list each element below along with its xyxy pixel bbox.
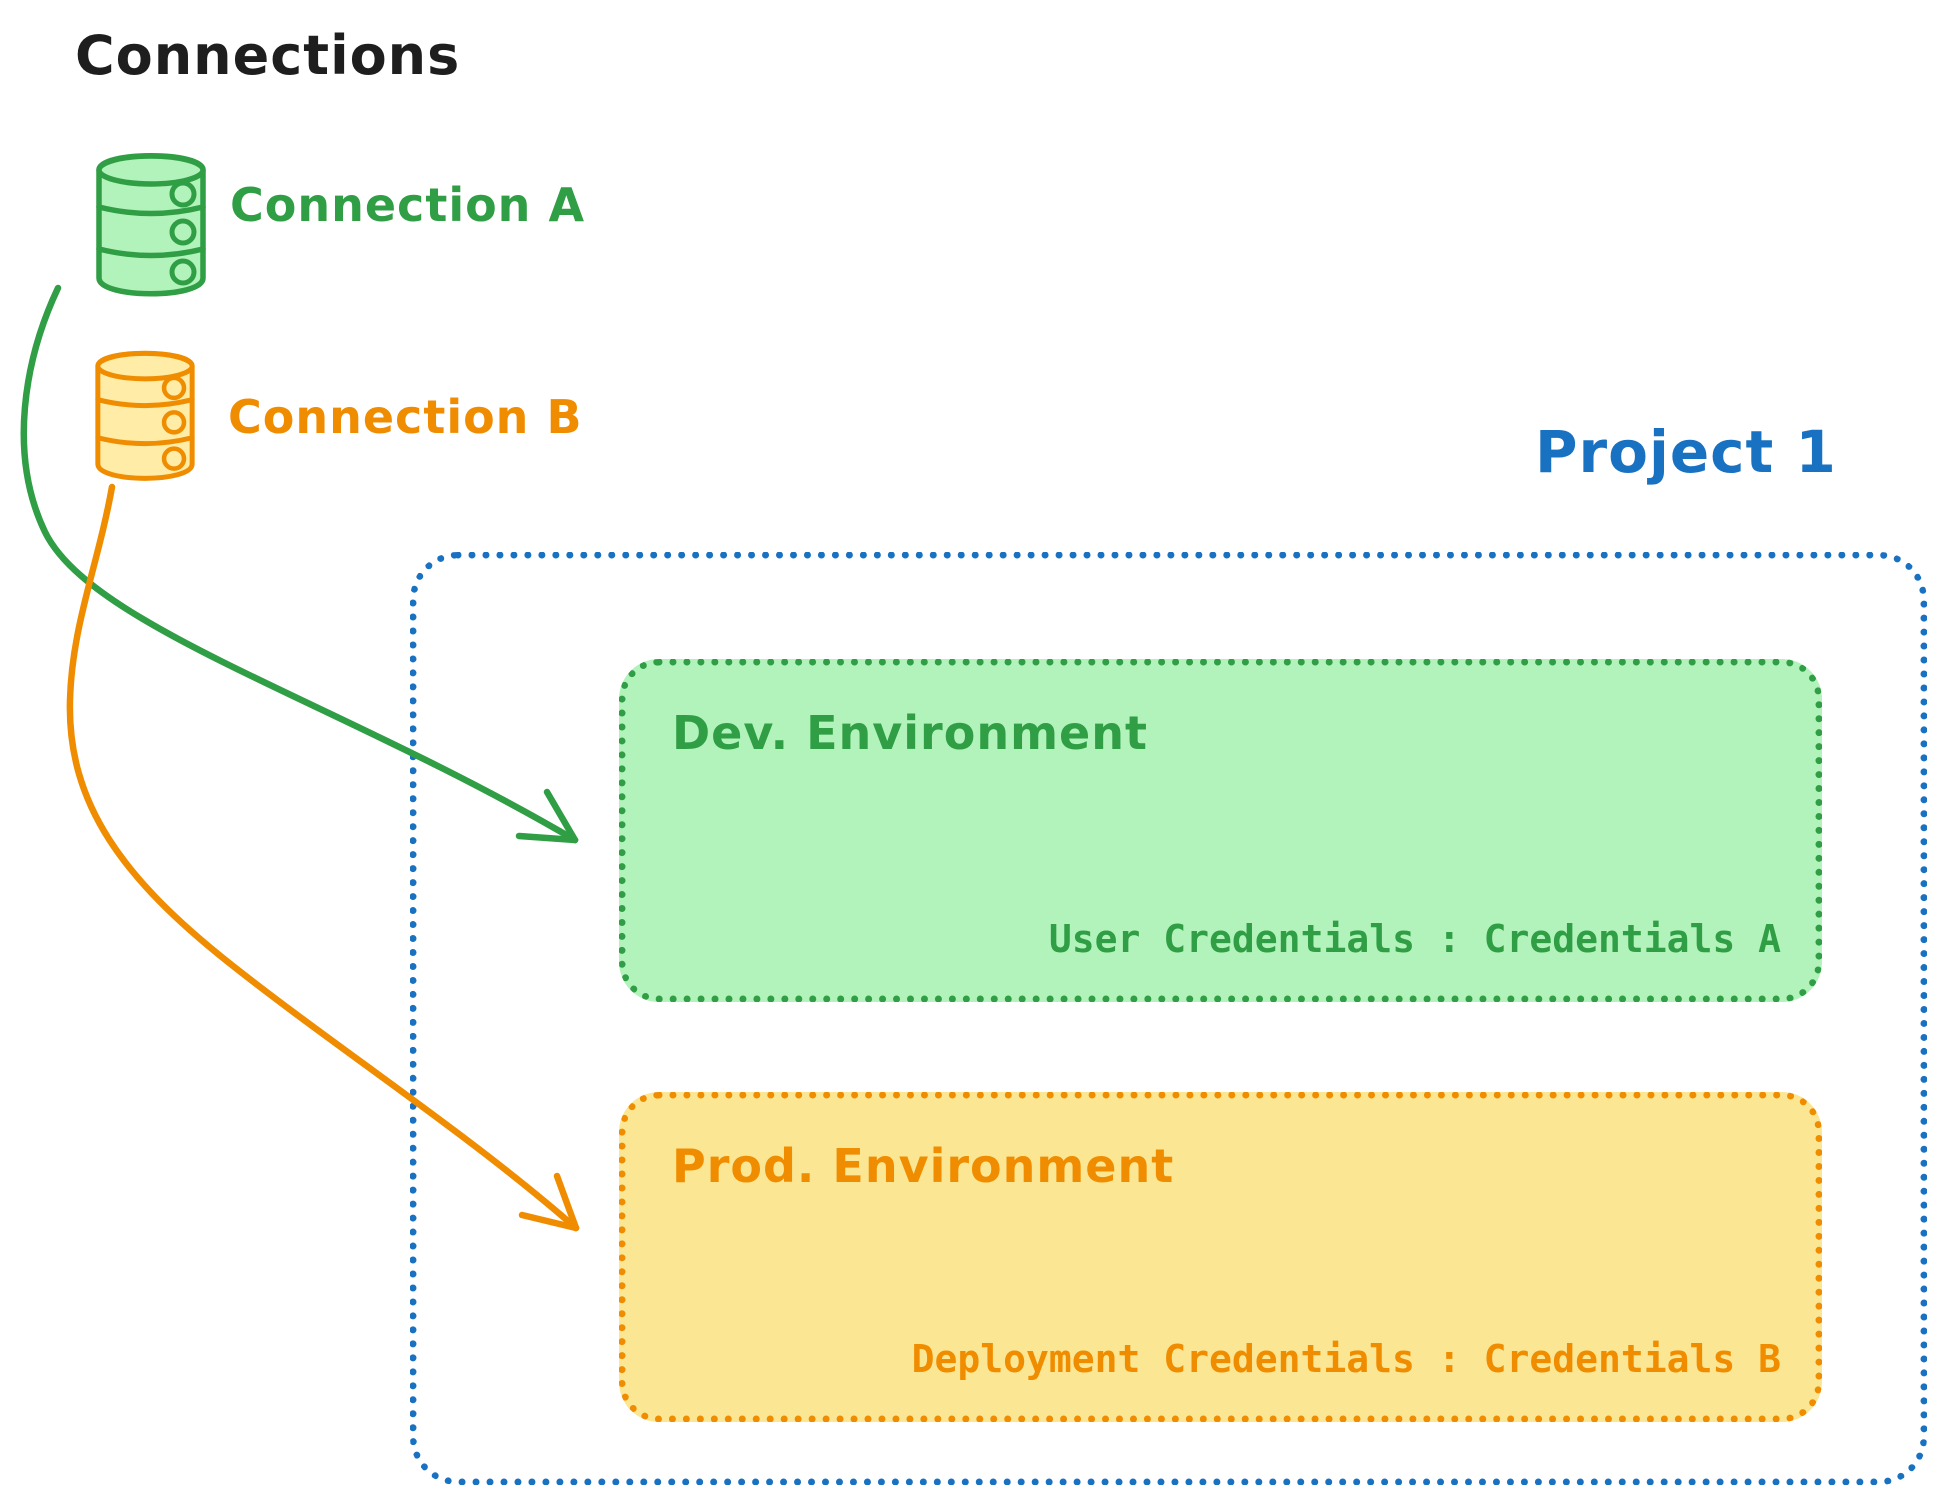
dev-environment-name: Dev. Environment bbox=[672, 706, 1148, 760]
project-title: Project 1 bbox=[1535, 418, 1837, 486]
database-icon bbox=[95, 350, 195, 481]
prod-environment-box: Prod. Environment Deployment Credentials… bbox=[619, 1092, 1822, 1422]
connection-b-item bbox=[88, 348, 202, 484]
database-icon bbox=[96, 153, 206, 297]
connection-a-item bbox=[90, 150, 212, 300]
connection-b-label: Connection B bbox=[228, 390, 583, 444]
project-box: Dev. Environment User Credentials : Cred… bbox=[410, 552, 1927, 1485]
prod-environment-credentials: Deployment Credentials : Credentials B bbox=[911, 1337, 1781, 1381]
connection-a-label: Connection A bbox=[230, 178, 586, 232]
connections-title: Connections bbox=[75, 24, 461, 87]
dev-environment-box: Dev. Environment User Credentials : Cred… bbox=[619, 659, 1822, 1002]
prod-environment-name: Prod. Environment bbox=[672, 1139, 1175, 1193]
dev-environment-credentials: User Credentials : Credentials A bbox=[1048, 917, 1781, 961]
